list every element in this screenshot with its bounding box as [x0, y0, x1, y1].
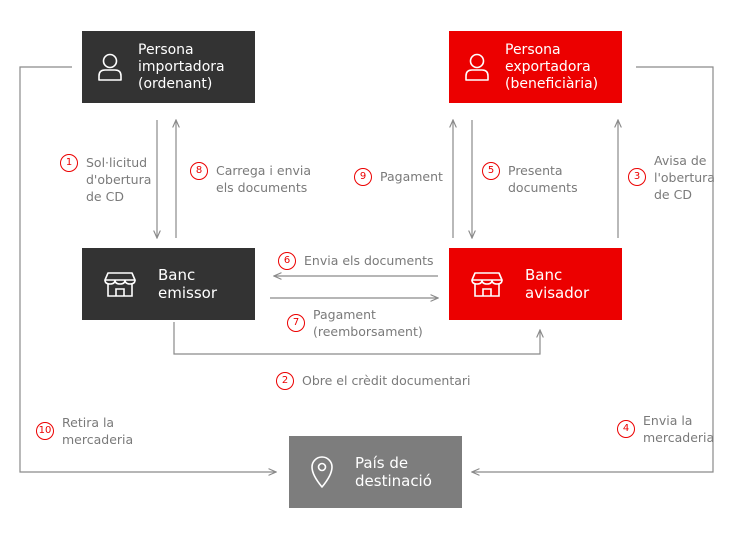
step-label: Presenta documents — [508, 163, 578, 195]
arrow-step-2 — [173, 322, 540, 355]
step-label: Retira la mercaderia — [62, 415, 134, 447]
arrow-step-10 — [19, 66, 276, 472]
person-icon — [82, 51, 138, 83]
step-label: Pagament — [380, 169, 443, 184]
step-number: 1 — [60, 154, 78, 172]
arrow-step-4 — [472, 66, 714, 472]
step-label: Carrega i envia els documents — [216, 163, 312, 195]
step-label: Pagament (reemborsament) — [313, 307, 423, 339]
step-6: 6 Envia els documents — [278, 252, 434, 270]
step-number: 9 — [354, 168, 372, 186]
step-number: 7 — [287, 314, 305, 332]
step-8: 8 Carrega i envia els documents — [190, 162, 311, 196]
step-label: Envia els documents — [304, 253, 434, 268]
step-number: 5 — [482, 162, 500, 180]
step-1: 1 Sol·licitud d'obertura de CD — [60, 154, 151, 205]
advising-bank-box: Banc avisador — [449, 248, 622, 320]
step-4: 4 Envia la mercaderia — [617, 412, 714, 446]
step-number: 4 — [617, 420, 635, 438]
issuing-bank-box: Banc emissor — [82, 248, 255, 320]
exporter-box: Persona exportadora (beneficiària) — [449, 31, 622, 103]
issuing-bank-label: Banc emissor — [158, 266, 217, 302]
step-2: 2 Obre el crèdit documentari — [276, 372, 471, 390]
step-label: Obre el crèdit documentari — [302, 373, 471, 388]
bank-icon — [449, 269, 525, 299]
step-label: Avisa de l'obertura de CD — [654, 153, 715, 202]
step-number: 3 — [628, 168, 646, 186]
step-7: 7 Pagament (reemborsament) — [287, 306, 423, 340]
step-label: Sol·licitud d'obertura de CD — [86, 155, 152, 204]
step-number: 10 — [36, 422, 54, 440]
person-icon — [449, 51, 505, 83]
importer-box: Persona importadora (ordenant) — [82, 31, 255, 103]
importer-label: Persona importadora (ordenant) — [138, 41, 225, 92]
step-number: 2 — [276, 372, 294, 390]
bank-icon — [82, 269, 158, 299]
step-label: Envia la mercaderia — [643, 413, 715, 445]
step-9: 9 Pagament — [354, 168, 443, 186]
step-3: 3 Avisa de l'obertura de CD — [628, 152, 715, 203]
step-number: 8 — [190, 162, 208, 180]
step-10: 10 Retira la mercaderia — [36, 414, 133, 448]
destination-box: País de destinació — [289, 436, 462, 508]
step-5: 5 Presenta documents — [482, 162, 578, 196]
advising-bank-label: Banc avisador — [525, 266, 590, 302]
destination-label: País de destinació — [355, 454, 432, 490]
location-pin-icon — [289, 455, 355, 489]
exporter-label: Persona exportadora (beneficiària) — [505, 41, 599, 92]
step-number: 6 — [278, 252, 296, 270]
